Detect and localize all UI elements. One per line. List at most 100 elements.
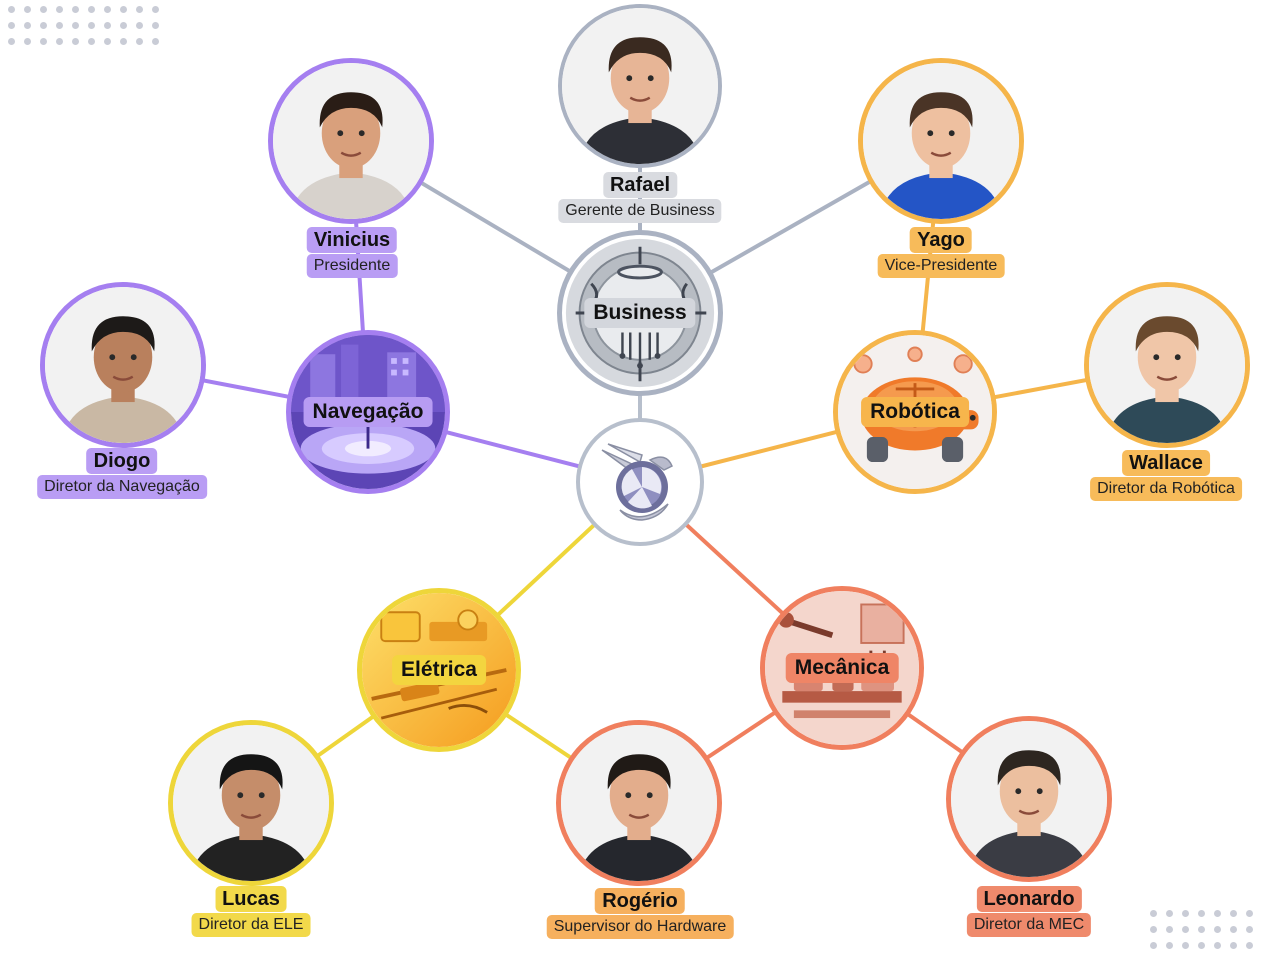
decorative-dot [88, 38, 95, 45]
caption-yago: Yago Vice-Presidente [877, 227, 1005, 278]
decorative-dot [1150, 926, 1157, 933]
person-name: Wallace [1122, 450, 1210, 476]
caption-lucas: Lucas Diretor da ELE [191, 886, 311, 937]
decorative-dot [1246, 926, 1253, 933]
person-avatar-icon [1089, 287, 1245, 443]
decorative-dot [1230, 942, 1237, 949]
decorative-dot [136, 38, 143, 45]
person-name: Rogério [595, 888, 685, 914]
decorative-dot [1214, 926, 1221, 933]
decorative-dot [56, 22, 63, 29]
decorative-dots-bottom-right [1150, 910, 1275, 958]
person-avatar-icon [562, 8, 718, 164]
avatar-yago[interactable] [858, 58, 1024, 224]
person-avatar-icon [951, 721, 1107, 877]
person-name: Yago [910, 227, 972, 253]
avatar-wallace[interactable] [1084, 282, 1250, 448]
decorative-dot [8, 22, 15, 29]
decorative-dot [1214, 942, 1221, 949]
decorative-dot [40, 6, 47, 13]
decorative-dot [24, 22, 31, 29]
decorative-dot [1150, 910, 1157, 917]
caption-diogo: Diogo Diretor da Navegação [37, 448, 207, 499]
person-role: Diretor da MEC [966, 913, 1092, 937]
decorative-dots-top-left [8, 6, 198, 51]
person-avatar-icon [273, 63, 429, 219]
decorative-dot [56, 38, 63, 45]
team-logo-icon [580, 422, 700, 542]
decorative-dot [24, 6, 31, 13]
person-role: Diretor da ELE [191, 913, 311, 937]
person-name: Diogo [86, 448, 158, 474]
decorative-dot [1166, 910, 1173, 917]
decorative-dot [152, 22, 159, 29]
decorative-dot [1198, 926, 1205, 933]
team-logo-node[interactable] [576, 418, 704, 546]
decorative-dot [1182, 910, 1189, 917]
decorative-dot [24, 38, 31, 45]
caption-rogerio: Rogério Supervisor do Hardware [546, 888, 734, 939]
hub-robotica[interactable]: Robótica [833, 330, 997, 494]
avatar-diogo[interactable] [40, 282, 206, 448]
hub-label: Navegação [303, 397, 433, 427]
hub-mecanica[interactable]: Mecânica [760, 586, 924, 750]
decorative-dot [1166, 926, 1173, 933]
decorative-dot [1230, 926, 1237, 933]
decorative-dot [40, 38, 47, 45]
decorative-dot [120, 22, 127, 29]
caption-leonardo: Leonardo Diretor da MEC [966, 886, 1092, 937]
decorative-dot [136, 6, 143, 13]
decorative-dot [72, 22, 79, 29]
person-avatar-icon [561, 725, 717, 881]
person-role: Diretor da Navegação [37, 475, 207, 499]
person-avatar-icon [863, 63, 1019, 219]
person-name: Leonardo [976, 886, 1082, 912]
person-avatar-icon [173, 725, 329, 881]
decorative-dot [1166, 942, 1173, 949]
decorative-dot [120, 6, 127, 13]
decorative-dot [120, 38, 127, 45]
decorative-dot [72, 6, 79, 13]
person-name: Rafael [602, 172, 678, 198]
caption-wallace: Wallace Diretor da Robótica [1090, 450, 1242, 501]
hub-navegacao[interactable]: Navegação [286, 330, 450, 494]
hub-business[interactable]: Business [557, 230, 723, 396]
hub-label: Elétrica [392, 655, 486, 685]
decorative-dot [1198, 942, 1205, 949]
decorative-dot [1230, 910, 1237, 917]
decorative-dot [88, 6, 95, 13]
person-role: Vice-Presidente [877, 254, 1005, 278]
hub-eletrica[interactable]: Elétrica [357, 588, 521, 752]
decorative-dot [40, 22, 47, 29]
person-avatar-icon [45, 287, 201, 443]
decorative-dot [88, 22, 95, 29]
decorative-dot [1182, 926, 1189, 933]
avatar-lucas[interactable] [168, 720, 334, 886]
decorative-dot [1214, 910, 1221, 917]
decorative-dot [1198, 910, 1205, 917]
caption-rafael: Rafael Gerente de Business [558, 172, 722, 223]
avatar-rogerio[interactable] [556, 720, 722, 886]
person-name: Lucas [215, 886, 287, 912]
decorative-dot [56, 6, 63, 13]
decorative-dot [1246, 910, 1253, 917]
person-role: Presidente [306, 254, 398, 278]
decorative-dot [1150, 942, 1157, 949]
decorative-dot [104, 38, 111, 45]
avatar-vinicius[interactable] [268, 58, 434, 224]
hub-label: Mecânica [785, 653, 899, 683]
avatar-rafael[interactable] [558, 4, 722, 168]
decorative-dot [104, 22, 111, 29]
hub-label: Business [584, 298, 696, 328]
decorative-dot [1246, 942, 1253, 949]
decorative-dot [8, 6, 15, 13]
decorative-dot [72, 38, 79, 45]
avatar-leonardo[interactable] [946, 716, 1112, 882]
person-role: Supervisor do Hardware [546, 915, 734, 939]
person-role: Gerente de Business [558, 199, 722, 223]
decorative-dot [152, 38, 159, 45]
hub-label: Robótica [861, 397, 969, 427]
decorative-dot [152, 6, 159, 13]
person-role: Diretor da Robótica [1090, 477, 1242, 501]
